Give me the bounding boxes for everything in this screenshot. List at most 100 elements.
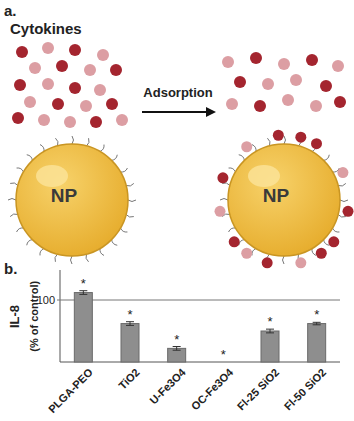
cytokine-dot bbox=[90, 116, 102, 128]
error-bar bbox=[176, 347, 177, 351]
cytokine-dot bbox=[278, 58, 290, 70]
cytokine-dot bbox=[250, 52, 262, 64]
significance-mark: * bbox=[127, 308, 132, 323]
cytokine-dot bbox=[42, 78, 54, 90]
adsorbed-cytokine bbox=[311, 138, 322, 149]
adsorbed-cytokine bbox=[295, 257, 306, 268]
ligand bbox=[17, 228, 24, 232]
error-cap bbox=[173, 350, 181, 351]
adsorbed-cytokine bbox=[214, 206, 225, 217]
category-label: OC-Fe3O4 bbox=[188, 366, 235, 413]
ligand bbox=[120, 228, 127, 232]
axis-title: (% of control) bbox=[28, 281, 41, 352]
particle-label: NP bbox=[263, 185, 289, 207]
category-label: PLGA-PEO bbox=[46, 366, 96, 416]
tick-label: 100 bbox=[37, 294, 55, 307]
adsorbed-cytokine bbox=[262, 257, 273, 268]
cytokine-dot bbox=[69, 82, 81, 94]
cytokine-dot bbox=[16, 46, 28, 58]
error-bar bbox=[270, 329, 271, 333]
cytokine-dot bbox=[64, 116, 76, 128]
ligand bbox=[8, 199, 16, 201]
cytokine-dot bbox=[306, 54, 318, 66]
category-label: Fl-25 SiO2 bbox=[235, 366, 282, 413]
cytokine-dot bbox=[14, 79, 26, 91]
ligand bbox=[17, 168, 24, 172]
arrow-label: Adsorption bbox=[143, 86, 212, 101]
cytokine-dot bbox=[29, 62, 41, 74]
ligand bbox=[71, 256, 73, 264]
bar bbox=[121, 324, 139, 362]
error-cap bbox=[266, 332, 274, 333]
ligand bbox=[252, 145, 256, 152]
x-axis bbox=[60, 362, 340, 363]
cytokine-dot bbox=[94, 84, 106, 96]
bar bbox=[308, 324, 326, 362]
reaction-arrow bbox=[142, 111, 208, 113]
cytokine-dot bbox=[69, 44, 81, 56]
ligand bbox=[120, 168, 127, 172]
ligand bbox=[128, 200, 136, 202]
particle-label: NP bbox=[51, 185, 77, 207]
cytokine-dot bbox=[24, 96, 36, 108]
error-bar bbox=[83, 291, 84, 295]
cytokine-dot bbox=[97, 49, 109, 61]
error-cap bbox=[126, 325, 134, 326]
y-axis bbox=[60, 270, 61, 362]
ligand bbox=[340, 200, 348, 202]
panel-letter: a. bbox=[4, 2, 17, 19]
nanoparticle: NP bbox=[214, 130, 354, 270]
significance-mark: * bbox=[267, 315, 272, 330]
bar bbox=[261, 331, 279, 362]
cytokine-dot bbox=[106, 98, 118, 110]
bar bbox=[74, 293, 92, 362]
ligand bbox=[220, 199, 228, 201]
ligand bbox=[229, 228, 236, 232]
ligand bbox=[10, 183, 18, 186]
cytokine-dot bbox=[222, 56, 234, 68]
ligand bbox=[86, 138, 89, 146]
cytokine-dot bbox=[282, 94, 294, 106]
ligand bbox=[86, 254, 89, 262]
cytokine-dot bbox=[234, 76, 246, 88]
ligand bbox=[27, 240, 33, 246]
error-cap bbox=[79, 294, 87, 295]
significance-mark: * bbox=[314, 308, 319, 323]
ligand bbox=[10, 214, 18, 217]
bar bbox=[168, 348, 186, 362]
ligand bbox=[40, 248, 44, 255]
cytokine-dot bbox=[38, 114, 50, 126]
panel-letter: b. bbox=[4, 260, 17, 277]
ligand bbox=[284, 136, 286, 144]
cytokine-dot bbox=[332, 60, 344, 72]
panel-heading: Cytokines bbox=[10, 20, 82, 37]
cytokine-dot bbox=[320, 80, 332, 92]
cytokine-dot bbox=[226, 98, 238, 110]
cytokine-dot bbox=[262, 78, 274, 90]
cytokine-dot bbox=[80, 100, 92, 112]
ligand bbox=[126, 183, 134, 186]
ligand bbox=[239, 155, 245, 161]
ligand bbox=[252, 248, 256, 255]
cytokine-dot bbox=[290, 74, 302, 86]
significance-mark: * bbox=[81, 277, 86, 292]
adsorbed-cytokine bbox=[273, 130, 284, 141]
highlight bbox=[248, 165, 280, 187]
cytokine-dot bbox=[254, 100, 266, 112]
reference-line bbox=[57, 300, 340, 301]
cytokine-dot bbox=[310, 100, 322, 112]
axis-title: IL-8 bbox=[9, 304, 24, 327]
ligand bbox=[55, 254, 58, 262]
adsorbed-cytokine bbox=[343, 206, 354, 217]
ligand bbox=[312, 248, 316, 255]
adsorbed-cytokine bbox=[241, 248, 252, 259]
cytokine-dot bbox=[42, 42, 54, 54]
adsorbed-cytokine bbox=[316, 248, 327, 259]
cytokine-dot bbox=[116, 114, 128, 126]
cytokine-dot bbox=[56, 60, 68, 72]
cytokine-dot bbox=[52, 98, 64, 110]
ligand bbox=[40, 145, 44, 152]
ligand bbox=[100, 248, 104, 255]
category-label: Fl-50 SiO2 bbox=[282, 366, 329, 413]
cytokine-dot bbox=[84, 64, 96, 76]
